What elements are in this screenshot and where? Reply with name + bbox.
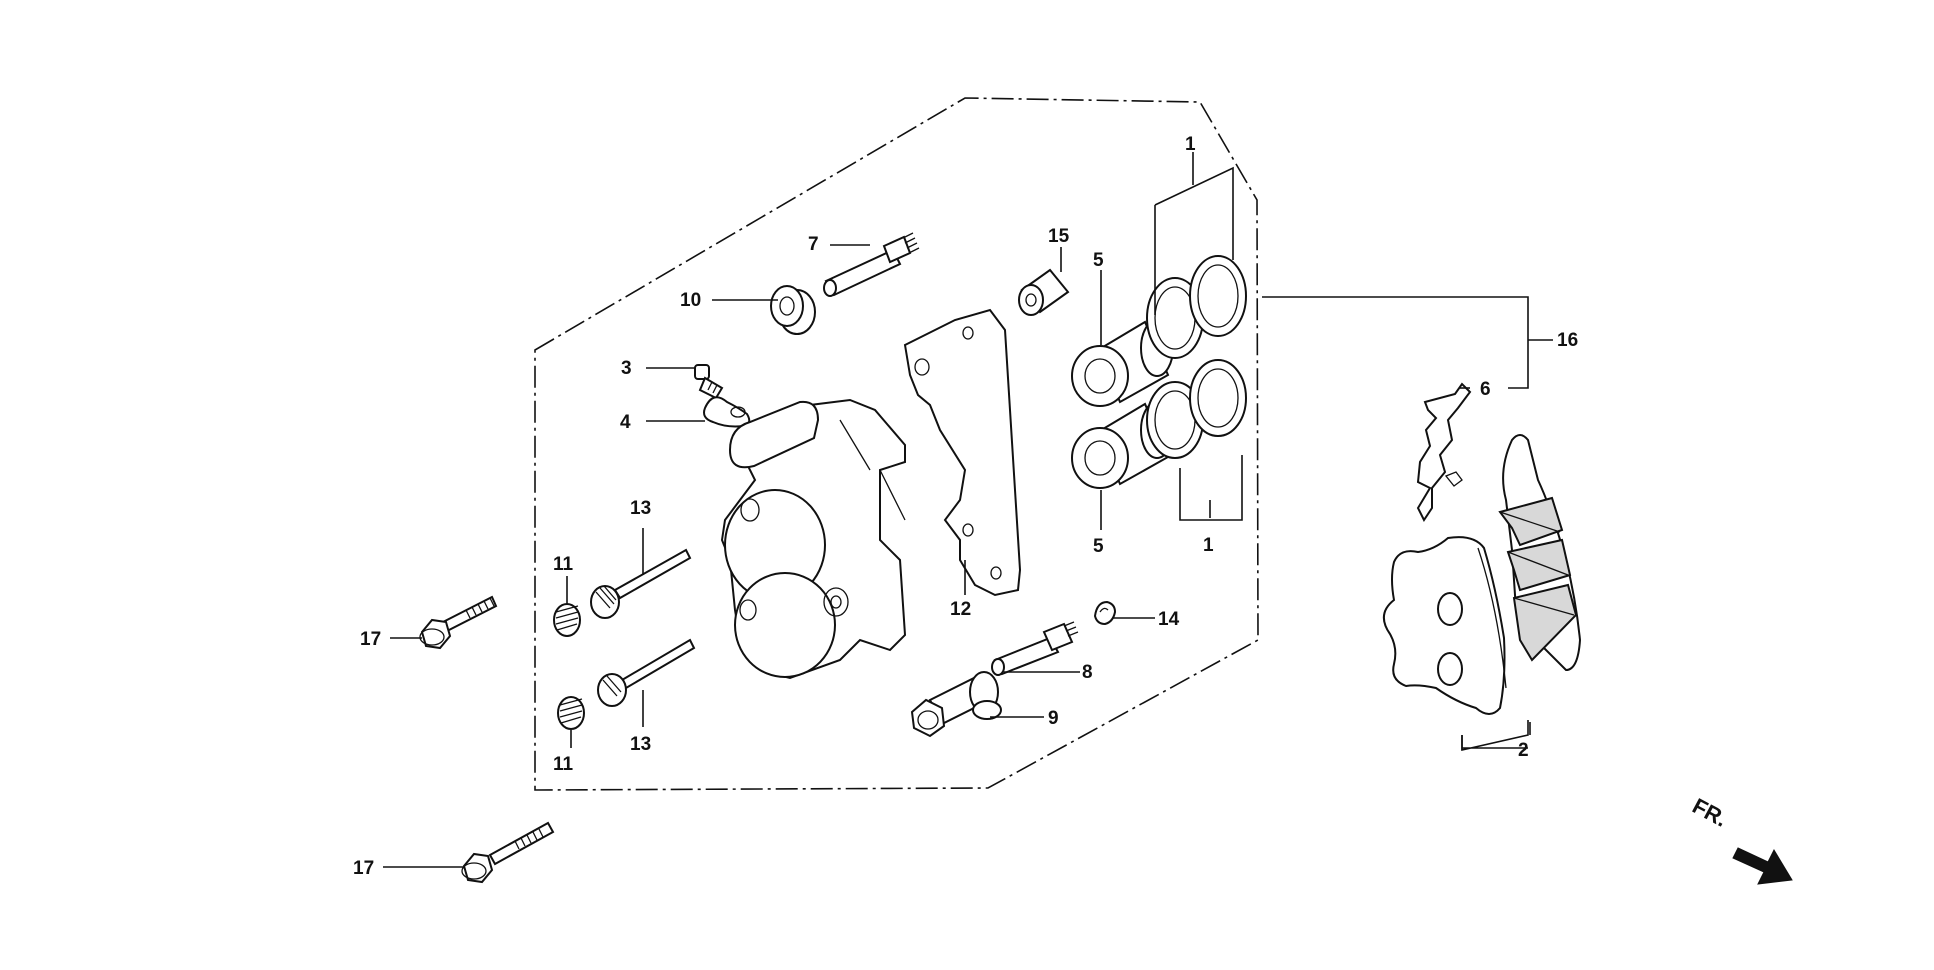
label-part-7: 7 [808, 234, 819, 255]
part-pin-bolt-8 [991, 621, 1079, 676]
label-part-3: 3 [621, 358, 632, 379]
part-slide-pin-13-upper [590, 548, 692, 619]
label-part-16: 16 [1557, 330, 1578, 351]
leader-lines [383, 152, 1553, 868]
label-part-12: 12 [950, 599, 971, 620]
part-bolt-9 [910, 671, 1002, 738]
label-part-5-lower: 5 [1093, 536, 1104, 557]
part-boot-11-lower [557, 696, 585, 730]
part-seals-1 [1146, 255, 1247, 459]
part-caliper-body [720, 398, 907, 680]
part-brake-pad-outer [1383, 536, 1507, 715]
label-part-17-lower: 17 [353, 858, 374, 879]
part-bolt-17-upper [419, 595, 498, 650]
label-part-6: 6 [1480, 379, 1491, 400]
label-part-5-upper: 5 [1093, 250, 1104, 271]
label-part-11-upper: 11 [553, 554, 574, 575]
part-clip-14 [1093, 600, 1117, 626]
arrow-right-down-icon [1732, 847, 1793, 885]
label-part-1-upper: 1 [1185, 134, 1196, 155]
label-part-15: 15 [1048, 226, 1070, 247]
label-part-2: 2 [1518, 740, 1529, 761]
label-part-17-upper: 17 [360, 629, 381, 650]
front-direction-indicator: FR. [1688, 793, 1793, 885]
part-boot-11-upper [553, 603, 581, 637]
part-pad-spring-6 [1416, 382, 1472, 522]
assembly-boundary [534, 97, 1259, 791]
label-part-9: 9 [1048, 708, 1059, 729]
label-part-13-upper: 13 [630, 498, 651, 519]
label-part-10: 10 [680, 290, 701, 311]
part-bleeder-cap-4 [703, 396, 751, 428]
front-direction-label: FR. [1688, 793, 1731, 832]
label-part-8: 8 [1082, 662, 1093, 683]
part-bolt-17-lower [461, 821, 555, 884]
label-part-1-lower: 1 [1203, 535, 1214, 556]
label-part-13-lower: 13 [630, 734, 651, 755]
label-part-14: 14 [1158, 609, 1180, 630]
part-caliper-bracket-12 [903, 308, 1022, 597]
part-boot-10 [770, 285, 816, 335]
part-pin-bolt-7 [823, 232, 920, 297]
label-part-11-lower: 11 [553, 754, 574, 775]
part-sleeve-15 [1018, 268, 1070, 316]
part-bleeder-screw-3 [694, 364, 724, 400]
part-slide-pin-13-lower [597, 638, 696, 707]
callout-labels: 1 1 2 3 4 5 5 6 7 8 9 10 11 11 12 13 13 … [353, 134, 1578, 879]
part-brake-pad-inner [1498, 434, 1582, 672]
label-part-4: 4 [620, 412, 631, 433]
